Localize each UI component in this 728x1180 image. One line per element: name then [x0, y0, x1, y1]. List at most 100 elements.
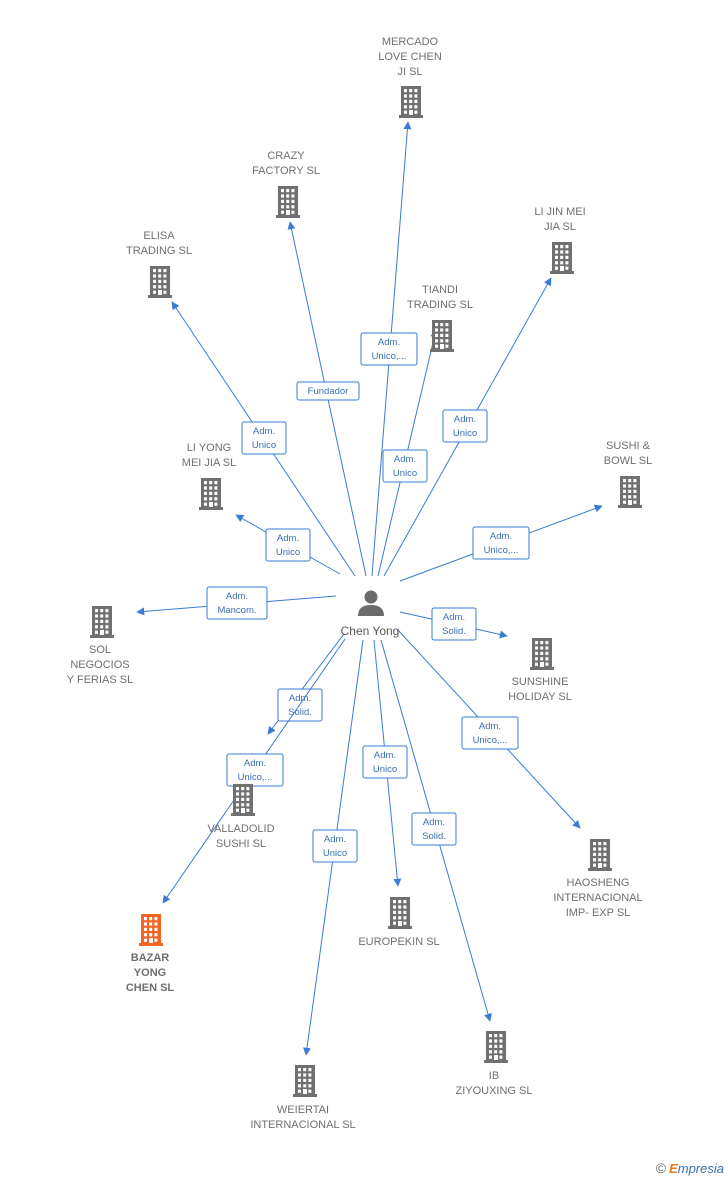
edge-label-line: Unico,... — [238, 772, 273, 783]
building-icon — [388, 897, 412, 929]
company-name-line: MEI JIA SL — [182, 457, 236, 469]
company-node-bazar[interactable]: BAZAR YONG CHEN SL — [126, 914, 175, 994]
edge-europekin: Adm.Unico — [362, 639, 408, 887]
edge-weiertai: Adm.Unico — [303, 639, 364, 1056]
edge-label-line: Adm. — [277, 533, 299, 544]
building-icon — [199, 478, 223, 510]
edge-label-line: Unico,... — [484, 545, 519, 556]
company-name-line: INTERNACIONAL SL — [250, 1119, 355, 1131]
person-icon — [358, 590, 384, 616]
company-name-line: TRADING SL — [126, 245, 192, 257]
center-person-name: Chen Yong — [341, 624, 400, 638]
edge-label-lijin[interactable]: Adm. Unico — [442, 409, 488, 443]
company-name-line: WEIERTAI — [277, 1104, 329, 1116]
company-node-valladolid[interactable]: VALLADOLID SUSHI SL — [207, 784, 275, 850]
company-name-line: JIA SL — [544, 221, 576, 233]
company-node-lijin[interactable]: LI JIN MEI JIA SL — [534, 206, 586, 274]
edge-label-line: Unico,... — [473, 735, 508, 746]
empresia-watermark: ©Empresia — [656, 1160, 724, 1176]
copyright-symbol: © — [655, 1160, 667, 1176]
company-name-line: LI JIN MEI — [534, 206, 585, 218]
edge-label-line: Adm. — [490, 531, 512, 542]
edge-label-line: Adm. — [226, 591, 248, 602]
company-name-line: Y FERIAS SL — [67, 674, 133, 686]
edge-sushibowl: Adm. Unico,... — [399, 504, 603, 582]
brand-rest: mpresia — [677, 1161, 724, 1176]
edge-label-line: Unico — [453, 428, 477, 439]
edge-elisa: Adm. Unico — [171, 301, 356, 577]
company-name-line: JI SL — [397, 66, 422, 78]
edge-sunshine: Adm.Solid. — [399, 607, 508, 641]
building-icon — [550, 242, 574, 274]
company-name-line: IB — [489, 1070, 499, 1082]
edge-crazy: Fundador — [287, 221, 367, 577]
building-icon — [293, 1065, 317, 1097]
edge-label-line: Adm. — [253, 426, 275, 437]
company-name-line: CHEN SL — [126, 982, 175, 994]
edge-label-line: Unico — [373, 764, 397, 775]
company-name-line: HAOSHENG — [567, 877, 630, 889]
company-name-line: SUSHI & — [606, 440, 651, 452]
edge-label-line: Fundador — [308, 386, 349, 397]
building-icon — [430, 320, 454, 352]
edge-label-weiertai[interactable]: Adm.Unico — [312, 829, 358, 863]
edge-label-line: Adm. — [443, 612, 465, 623]
company-name-line: FACTORY SL — [252, 165, 320, 177]
company-node-sushibowl[interactable]: SUSHI &BOWL SL — [604, 440, 653, 508]
edge-label-bazar[interactable]: Adm.Unico,... — [226, 753, 284, 787]
building-icon — [618, 476, 642, 508]
edge-bazar: Adm. Unico,... — [162, 638, 346, 904]
edge-label-line: Unico — [393, 468, 417, 479]
company-name-line: YONG — [134, 967, 166, 979]
company-name-line: IMP- EXP SL — [566, 907, 631, 919]
building-icon — [588, 839, 612, 871]
edge-label-line: Adm. — [289, 693, 311, 704]
company-node-weiertai[interactable]: WEIERTAI INTERNACIONAL SL — [250, 1065, 356, 1131]
edge-label-elisa[interactable]: Adm. Unico — [241, 421, 287, 455]
edge-label-line: Unico — [252, 440, 276, 451]
edge-label-line: Adm. — [394, 454, 416, 465]
edge-tiandi: Adm. Unico — [377, 329, 439, 577]
edge-label-line: Adm. — [454, 414, 476, 425]
company-name-line: VALLADOLID — [207, 823, 274, 835]
edge-label-ib[interactable]: Adm. Solid. — [411, 812, 457, 846]
building-icon — [148, 266, 172, 298]
company-name-line: TRADING SL — [407, 299, 473, 311]
edge-label-line: Adm. — [423, 817, 445, 828]
edge-label-line: Adm. — [324, 834, 346, 845]
edge-label-liyong[interactable]: Adm.Unico — [265, 528, 311, 562]
building-icon — [231, 784, 255, 816]
edge-label-tiandi[interactable]: Adm. Unico — [382, 449, 428, 483]
edge-label-mercado[interactable]: Adm.Unico,... — [360, 332, 418, 366]
edge-label-line: Solid. — [422, 831, 446, 842]
edge-label-line: Mancom. — [217, 605, 256, 616]
company-node-europekin[interactable]: EUROPEKIN SL — [358, 897, 440, 948]
center-person[interactable]: Chen Yong — [341, 590, 400, 639]
edge-liyong: Adm.Unico — [235, 514, 341, 575]
edge-label-haosheng[interactable]: Adm. Unico,... — [461, 716, 519, 750]
edge-label-line: Adm. — [479, 721, 501, 732]
building-icon — [139, 914, 163, 946]
company-name-line: MERCADO — [382, 36, 439, 48]
edge-mercado: Adm.Unico,... — [360, 121, 418, 577]
edge-label-europekin[interactable]: Adm.Unico — [362, 745, 408, 779]
company-name-line: SUSHI SL — [216, 838, 266, 850]
edge-label-sol[interactable]: Adm. Mancom. — [206, 586, 268, 620]
edge-label-crazy[interactable]: Fundador — [296, 381, 360, 401]
edge-sol: Adm. Mancom. — [136, 586, 337, 620]
edge-label-sunshine[interactable]: Adm.Solid. — [431, 607, 477, 641]
edge-label-sushibowl[interactable]: Adm. Unico,... — [472, 526, 530, 560]
edge-lijin: Adm. Unico — [383, 277, 552, 577]
company-name-line: BAZAR — [131, 952, 170, 964]
